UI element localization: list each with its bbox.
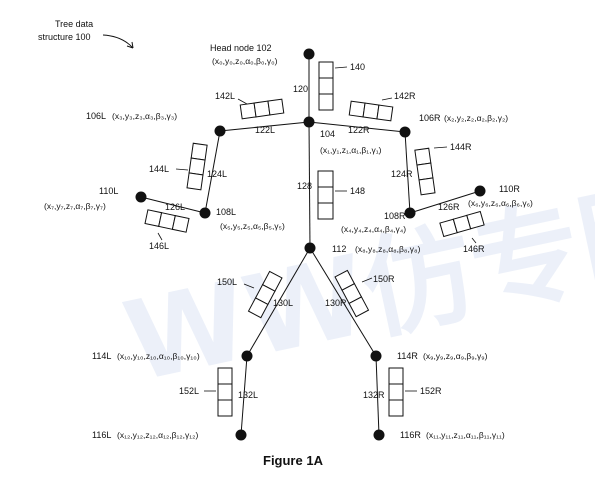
caption-line-2: structure 100 xyxy=(38,32,91,42)
edge-label-124R: 124R xyxy=(391,169,413,179)
caption-arrow xyxy=(102,34,134,49)
edge-132L xyxy=(240,355,248,436)
node-106R xyxy=(399,126,411,138)
node-coords-106R: (x₂,y₂,z₂,α₂,β₂,γ₂) xyxy=(444,113,508,123)
block-label-152R: 152R xyxy=(420,386,442,396)
block-144L xyxy=(186,142,208,191)
edge-122L xyxy=(219,121,310,132)
node-coords-102: (x₀,y₀,z₀,α₀,β₀,γ₀) xyxy=(212,56,278,66)
node-label-102: Head node 102 xyxy=(210,43,272,53)
caption-arrow-head xyxy=(126,41,134,49)
node-coords-112: (x₈,y₈,z₈,α₈,β₈,γ₈) xyxy=(355,244,421,254)
block-label-150L: 150L xyxy=(217,277,237,287)
node-label-114R: 114R xyxy=(397,351,418,361)
block-142R xyxy=(348,100,394,122)
block-142L xyxy=(239,98,285,120)
edge-label-132L: 132L xyxy=(238,390,258,400)
node-110R xyxy=(474,185,486,197)
node-coords-110R: (x₆,y₆,z₆,α₆,β₆,γ₆) xyxy=(468,198,533,208)
node-coords-108R: (x₄,y₄,z₄,α₄,β₄,γ₄) xyxy=(341,224,406,234)
edge-label-132R: 132R xyxy=(363,390,385,400)
node-label-106R: 106R xyxy=(419,113,441,123)
node-label-116R: 116R xyxy=(400,430,421,440)
edge-132R xyxy=(375,355,380,436)
node-coords-110L: (x₇,y₇,z₇,α₇,β₇,γ₇) xyxy=(44,201,106,211)
edge-122R xyxy=(308,121,406,133)
node-coords-116R: (x₁₁,y₁₁,z₁₁,α₁₁,β₁₁,γ₁₁) xyxy=(426,430,505,440)
block-label-146R: 146R xyxy=(463,244,485,254)
edge-124L xyxy=(204,130,221,214)
edge-124R xyxy=(404,131,411,214)
edge-label-122R: 122R xyxy=(348,125,370,135)
edge-label-124L: 124L xyxy=(207,169,227,179)
block-label-140: 140 xyxy=(350,62,365,72)
edge-label-126L: 126L xyxy=(165,202,185,212)
edge-128 xyxy=(308,121,311,249)
node-102 xyxy=(303,48,315,60)
node-label-110L: 110L xyxy=(99,186,118,196)
block-label-148: 148 xyxy=(350,186,365,196)
node-108R xyxy=(404,207,416,219)
node-label-116L: 116L xyxy=(92,430,111,440)
node-112 xyxy=(304,242,316,254)
block-146R xyxy=(439,210,485,238)
node-104 xyxy=(303,116,315,128)
node-coords-114L: (x₁₀,y₁₀,z₁₀,α₁₀,β₁₀,γ₁₀) xyxy=(117,351,200,361)
block-label-144R: 144R xyxy=(450,142,472,152)
node-label-104: 104 xyxy=(320,129,335,139)
node-114R xyxy=(370,350,382,362)
node-label-108R: 108R xyxy=(384,211,406,221)
edge-label-130L: 130L xyxy=(273,298,293,308)
edge-label-122L: 122L xyxy=(255,125,275,135)
block-140 xyxy=(318,61,334,111)
edge-130R xyxy=(309,247,377,357)
edge-label-120: 120 xyxy=(293,84,308,94)
block-label-142R: 142R xyxy=(394,91,416,101)
block-148 xyxy=(317,170,334,220)
node-106L xyxy=(214,125,226,137)
node-coords-108L: (x₅,y₅,z₅,α₅,β₅,γ₅) xyxy=(220,221,285,231)
node-label-112: 112 xyxy=(332,244,346,254)
block-152R xyxy=(388,367,404,417)
block-152L xyxy=(217,367,233,417)
node-coords-106L: (x₃,y₃,z₃,α₃,β₃,γ₃) xyxy=(112,111,177,121)
node-114L xyxy=(241,350,253,362)
node-coords-104: (x₁,y₁,z₁,α₁,β₁,γ₁) xyxy=(320,145,382,155)
node-label-114L: 114L xyxy=(92,351,111,361)
nodes xyxy=(135,48,486,441)
node-110L xyxy=(135,191,147,203)
node-label-106L: 106L xyxy=(86,111,106,121)
node-label-108L: 108L xyxy=(216,207,236,217)
edges xyxy=(140,54,481,436)
node-108L xyxy=(199,207,211,219)
node-coords-114R: (x₉,y₉,z₉,α₉,β₉,γ₉) xyxy=(423,351,488,361)
node-116R xyxy=(373,429,385,441)
edge-126R xyxy=(409,190,481,214)
edge-label-128: 128 xyxy=(297,181,312,191)
block-150R xyxy=(334,269,370,318)
edge-126L xyxy=(140,196,206,214)
edge-130L xyxy=(246,247,311,357)
edge-label-126R: 126R xyxy=(438,202,460,212)
node-coords-116L: (x₁₂,y₁₂,z₁₂,α₁₂,β₁₂,γ₁₂) xyxy=(117,430,198,440)
block-144R xyxy=(414,147,436,196)
caption-line-1: Tree data xyxy=(55,19,93,29)
block-label-146L: 146L xyxy=(149,241,169,251)
node-116L xyxy=(235,429,247,441)
figure-title: Figure 1A xyxy=(263,453,324,468)
block-146L xyxy=(144,209,190,233)
edge-label-130R: 130R xyxy=(325,298,347,308)
block-label-142L: 142L xyxy=(215,91,235,101)
block-150L xyxy=(247,270,283,319)
block-label-152L: 152L xyxy=(179,386,199,396)
block-label-144L: 144L xyxy=(149,164,169,174)
node-label-110R: 110R xyxy=(499,184,520,194)
block-label-150R: 150R xyxy=(373,274,395,284)
